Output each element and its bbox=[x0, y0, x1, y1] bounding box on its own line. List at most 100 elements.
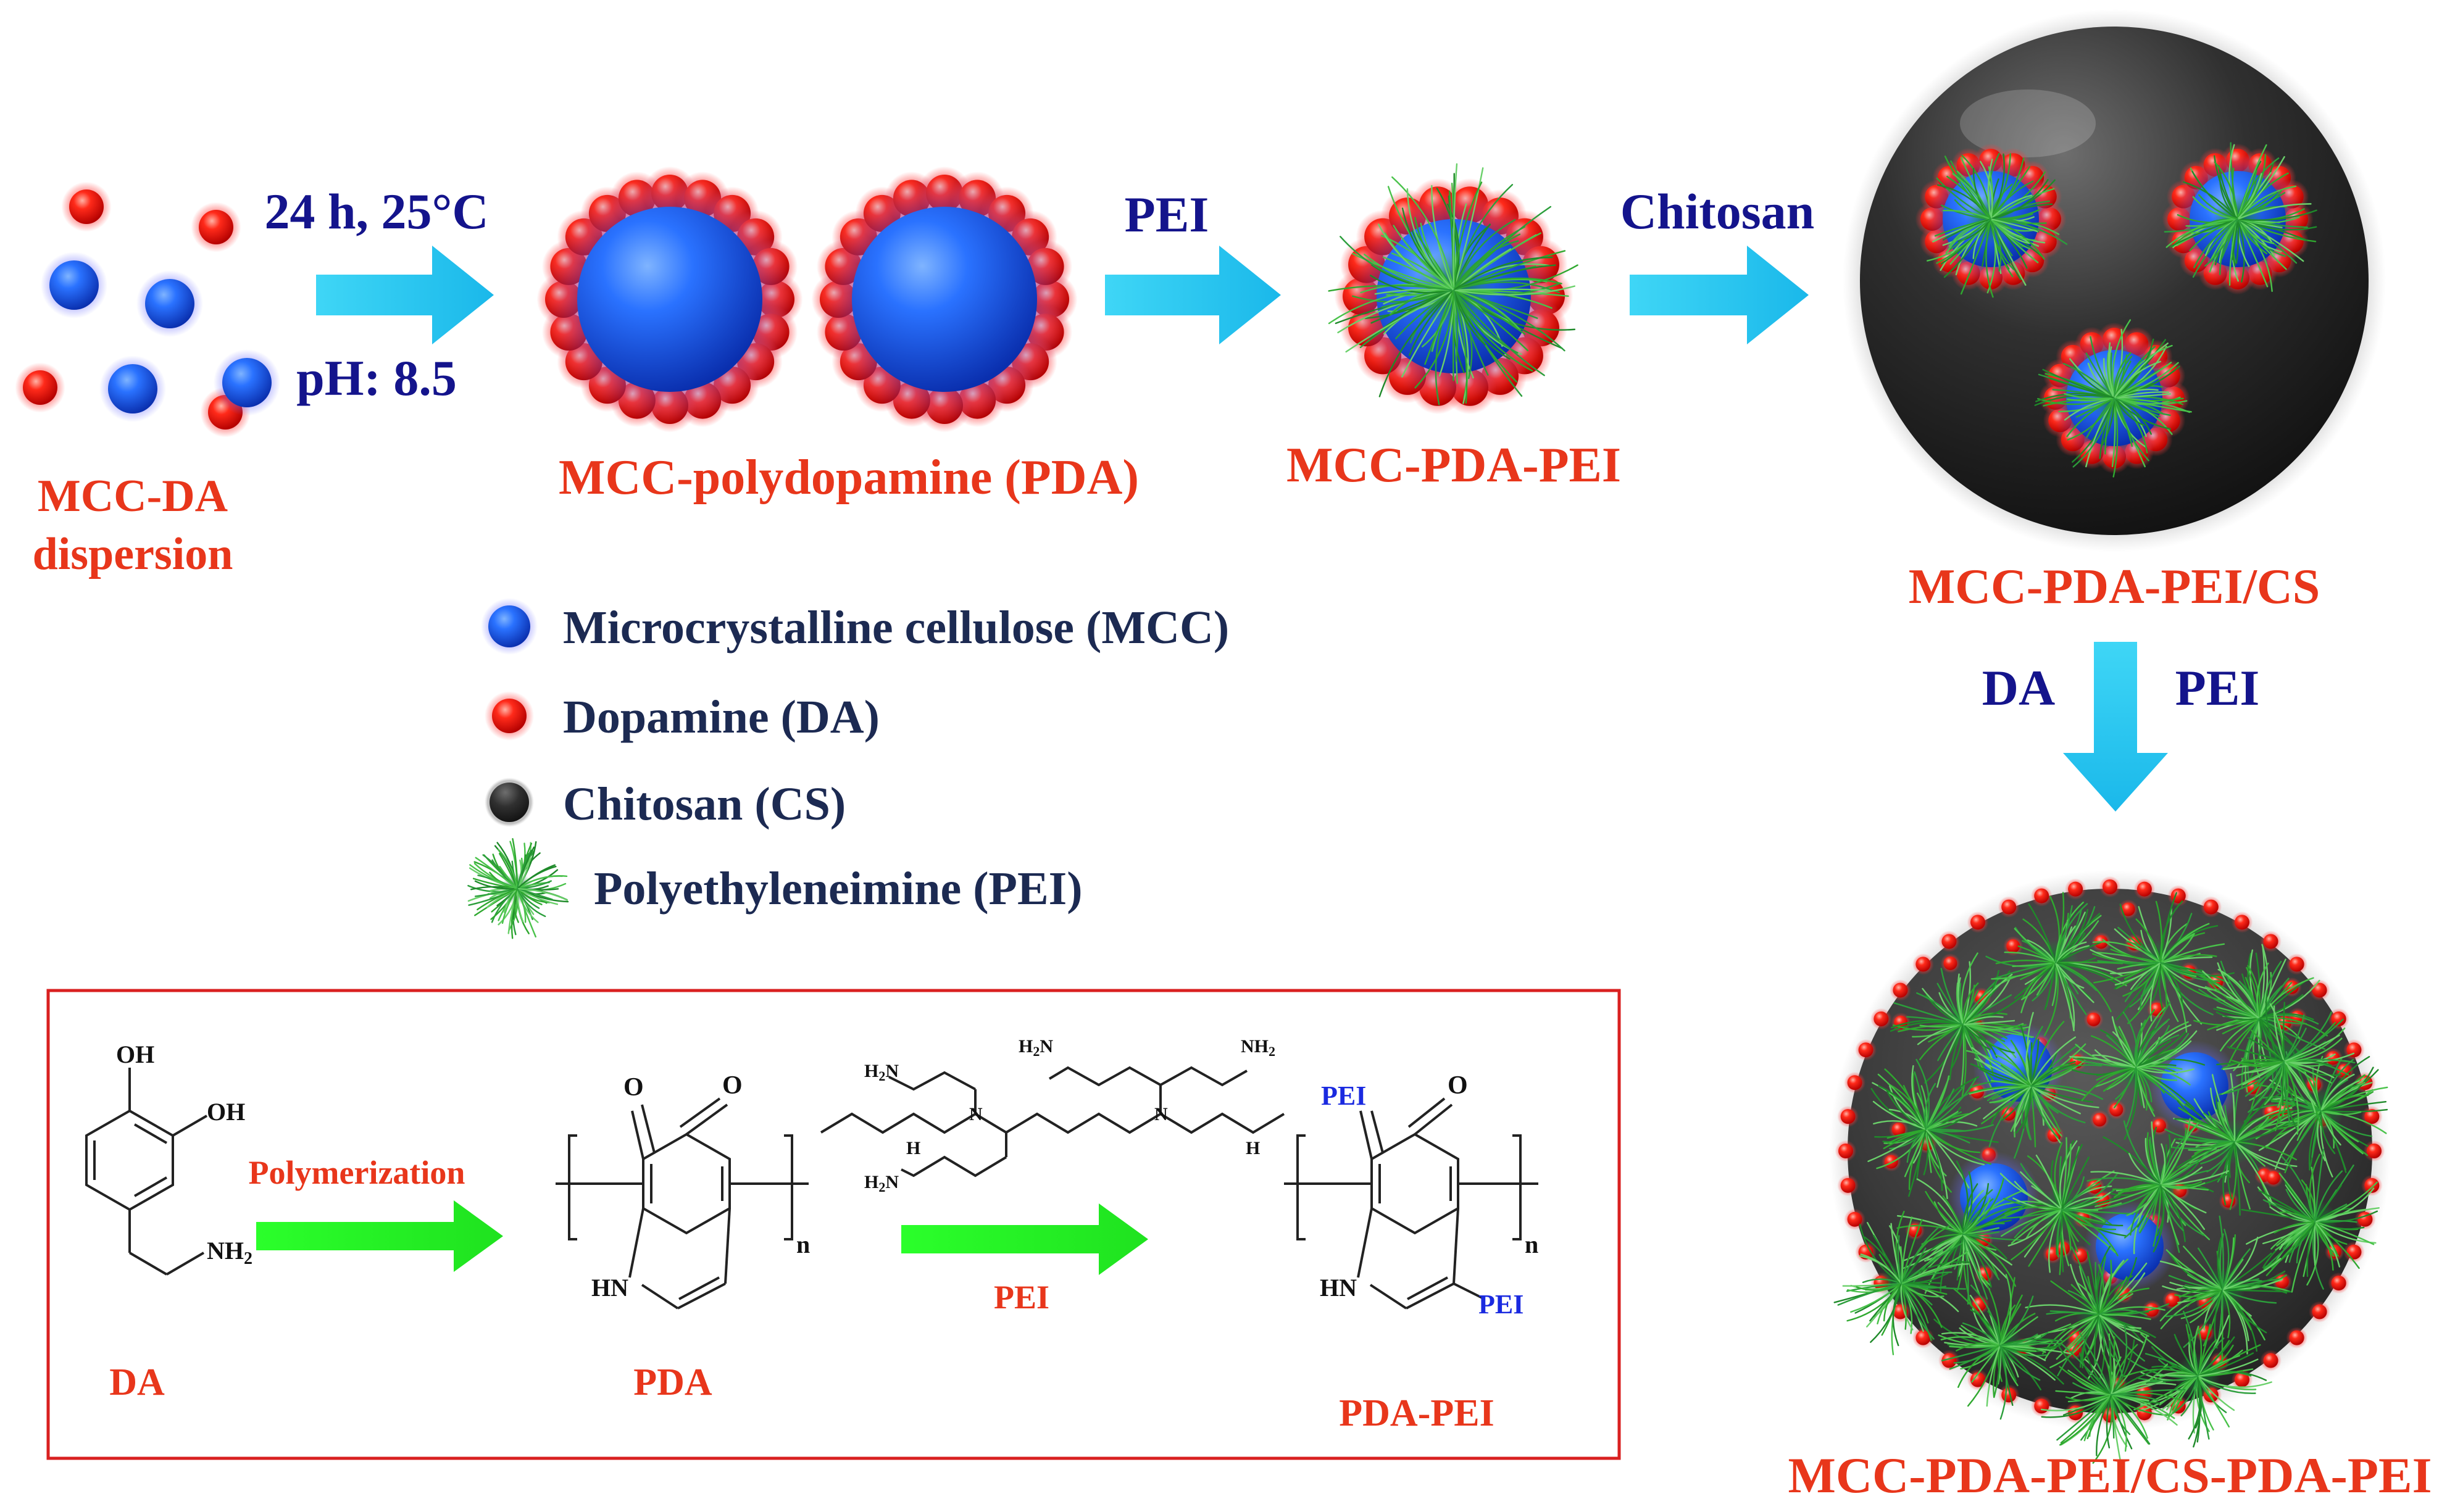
legend-item-mcc: Microcrystalline cellulose (MCC) bbox=[481, 598, 1229, 655]
mcc-pda-label: MCC-polydopamine (PDA) bbox=[559, 451, 1139, 505]
mcc-da-label-line2: dispersion bbox=[33, 529, 233, 579]
dopamine-particle bbox=[2056, 1242, 2070, 1256]
pei-bristles bbox=[2090, 892, 2235, 1033]
pda-pei-structure: PEI O PEI HN n PDA-PEI bbox=[1284, 1071, 1538, 1434]
dopamine-particle bbox=[2034, 1398, 2049, 1414]
step4-reagent-right: PEI bbox=[2175, 660, 2260, 716]
dopamine-particle bbox=[1847, 1211, 1862, 1227]
pei-bristles bbox=[2164, 142, 2317, 293]
arrow-step-2: PEI bbox=[1105, 186, 1281, 344]
pei-bristles bbox=[1933, 1274, 2072, 1420]
pei-bristles bbox=[2216, 990, 2356, 1135]
dopamine-particle bbox=[1838, 1144, 1853, 1158]
mcc-pda-particle bbox=[811, 166, 1078, 433]
dopamine-particle bbox=[2275, 1274, 2289, 1289]
reaction-scheme-box: OH OH NH2 DA Polymerization O O HN bbox=[46, 989, 1621, 1460]
dopamine-particle bbox=[2235, 1372, 2249, 1387]
step4-reagent-left: DA bbox=[1982, 660, 2055, 716]
pei-n-1: N bbox=[969, 1104, 983, 1124]
legend-item-dopamine: Dopamine (DA) bbox=[485, 691, 880, 743]
legend-item-pei: Polyethyleneimine (PEI) bbox=[467, 838, 1083, 939]
pei-bristles bbox=[1890, 952, 2034, 1097]
step2-reagent: PEI bbox=[1125, 186, 1209, 243]
dopamine-particle bbox=[2266, 1171, 2280, 1185]
dopamine-particle bbox=[2103, 879, 2117, 894]
dopamine-particle bbox=[1893, 982, 1908, 998]
pei-bristles bbox=[2069, 1001, 2206, 1140]
step1-conditions-top: 24 h, 25°C bbox=[264, 183, 488, 239]
pei-bristle-icon bbox=[467, 838, 569, 939]
dopamine-particle bbox=[2068, 881, 2083, 897]
dopamine-particle bbox=[2364, 1178, 2380, 1193]
dopamine-particle bbox=[2235, 915, 2249, 930]
o-label-3: O bbox=[1448, 1071, 1468, 1100]
pei-nh-1: H bbox=[906, 1138, 920, 1158]
final-product-stage: MCC-PDA-PEI/CS-PDA-PEI bbox=[1788, 870, 2432, 1503]
mcc-pda-pei-particle bbox=[1915, 143, 2068, 298]
legend-label-dopamine: Dopamine (DA) bbox=[563, 691, 880, 743]
dopamine-particle bbox=[2109, 1103, 2124, 1117]
pei-substituent-bottom: PEI bbox=[1478, 1289, 1523, 1319]
mcc-pda-pei-stage: MCC-PDA-PEI bbox=[1286, 163, 1621, 492]
arrow-step-4: DA PEI bbox=[1982, 642, 2260, 812]
cyan-arrow-3 bbox=[1630, 246, 1809, 344]
dopamine-particle bbox=[2093, 1113, 2107, 1127]
arrow-step-3: Chitosan bbox=[1620, 183, 1814, 344]
dopamine-particle bbox=[1970, 915, 1985, 930]
mcc-pda-pei-particle bbox=[2162, 142, 2317, 295]
pei-bristles bbox=[1999, 1137, 2134, 1276]
o-label-1: O bbox=[623, 1073, 644, 1102]
polymerization-label: Polymerization bbox=[249, 1154, 465, 1191]
pei-bristles bbox=[2040, 1324, 2186, 1468]
pei-bristles bbox=[2241, 1149, 2380, 1293]
step1-conditions-bottom: pH: 8.5 bbox=[296, 350, 457, 406]
pei-bristles bbox=[1926, 152, 2068, 298]
cellulose-particle bbox=[108, 364, 157, 413]
pei-bristles bbox=[2123, 1310, 2272, 1448]
dopamine-particle bbox=[2203, 899, 2219, 915]
final-product-label: MCC-PDA-PEI/CS-PDA-PEI bbox=[1788, 1447, 2432, 1503]
cellulose-particle bbox=[145, 279, 194, 328]
dopamine-particle bbox=[1970, 1372, 1985, 1387]
pei-bristles bbox=[1867, 1058, 1999, 1200]
blue-sphere-icon bbox=[488, 605, 530, 647]
dopamine-particle bbox=[2263, 934, 2278, 949]
black-sphere-icon bbox=[490, 783, 529, 822]
dopamine-particle bbox=[2364, 1109, 2380, 1124]
mcc-da-label-line1: MCC-DA bbox=[38, 471, 228, 521]
dopamine-particle bbox=[2263, 1353, 2278, 1368]
polymerization-arrow: Polymerization bbox=[249, 1154, 503, 1272]
pei-substituent-top: PEI bbox=[1321, 1081, 1366, 1111]
cellulose-particle bbox=[577, 207, 762, 392]
pda-pei-name: PDA-PEI bbox=[1339, 1392, 1494, 1434]
pei-h2n-2: H2N bbox=[864, 1061, 899, 1084]
dopamine-particle bbox=[2006, 939, 2020, 953]
oh-label-1: OH bbox=[116, 1041, 154, 1068]
mcc-da-dispersion: MCC-DA dispersion bbox=[15, 181, 280, 579]
dopamine-particle bbox=[1840, 1178, 1856, 1193]
mcc-pda-pei-cs-label: MCC-PDA-PEI/CS bbox=[1909, 560, 2320, 614]
cellulose-particle bbox=[852, 207, 1037, 392]
dopamine-particle bbox=[2136, 881, 2152, 897]
dopamine-particle bbox=[2346, 1042, 2362, 1058]
pei-structure: H2N NH2 H2N H2N N N H H PEI bbox=[820, 1036, 1285, 1316]
dopamine-particle bbox=[1915, 957, 1931, 972]
repeat-n-1: n bbox=[796, 1231, 810, 1258]
repeat-n-2: n bbox=[1525, 1231, 1538, 1258]
dopamine-particle bbox=[23, 370, 57, 405]
pei-bristles bbox=[467, 838, 569, 939]
dopamine-particle bbox=[1915, 1330, 1931, 1345]
dopamine-particle bbox=[1874, 1011, 1889, 1026]
nh2-label: NH2 bbox=[207, 1237, 252, 1268]
pei-bristles bbox=[1896, 1160, 2028, 1306]
cellulose-particle bbox=[49, 260, 99, 310]
red-sphere-icon bbox=[492, 699, 527, 733]
dopamine-particle bbox=[2034, 888, 2049, 903]
arrow-step-1: 24 h, 25°C pH: 8.5 bbox=[264, 183, 494, 406]
pei-nh-2: H bbox=[1246, 1138, 1260, 1158]
pei-h2n-1: H2N bbox=[1019, 1036, 1053, 1059]
legend-label-chitosan: Chitosan (CS) bbox=[563, 778, 846, 830]
legend: Microcrystalline cellulose (MCC) Dopamin… bbox=[467, 598, 1229, 939]
green-arrow-2 bbox=[901, 1203, 1148, 1275]
